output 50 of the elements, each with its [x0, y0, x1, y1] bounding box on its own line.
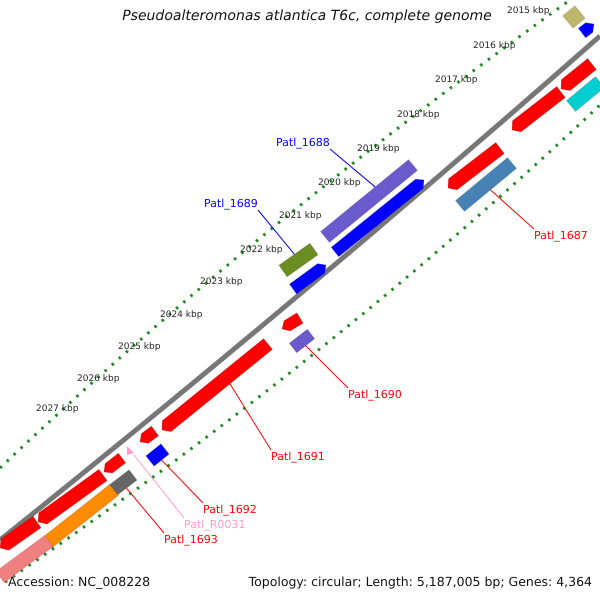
scale-tick-label: 2016 kbp [473, 41, 516, 51]
gene-feature [42, 484, 120, 548]
leader-line [330, 148, 376, 188]
scale-tick-label: 2015 kbp [507, 6, 550, 16]
gene-feature [562, 5, 586, 29]
directional-gene-feature [511, 86, 566, 132]
leader-line [258, 210, 295, 255]
directional-gene-feature [578, 22, 595, 38]
leader-line [134, 454, 184, 518]
directional-gene-feature [139, 425, 160, 444]
rna-gene-marker [127, 446, 134, 455]
scale-tick-label: 2026 kbp [77, 374, 120, 384]
gene-label: Patl_1687 [534, 229, 588, 242]
scale-tick-label: 2018 kbp [397, 110, 440, 120]
directional-gene-feature [161, 338, 274, 432]
leader-line [230, 383, 272, 450]
leader-line [490, 189, 534, 230]
directional-gene-feature [288, 263, 327, 295]
leader-line [161, 460, 204, 504]
scale-tick-label: 2023 kbp [200, 277, 242, 287]
leader-line [126, 488, 164, 534]
gene-label: Patl_1690 [348, 388, 402, 401]
gene-label: Patl_1691 [271, 450, 325, 463]
gene-feature [454, 156, 518, 212]
scale-tick-label: 2027 kbp [36, 404, 78, 414]
scale-tick-label: 2021 kbp [279, 211, 322, 221]
gene-feature [566, 76, 600, 112]
scale-tick-label: 2017 kbp [435, 75, 478, 85]
gene-feature [320, 158, 418, 244]
gene-label: Patl_R0031 [184, 518, 246, 531]
genome-info-text: Accession: NC_008228 [8, 574, 150, 589]
diagram-title: Pseudoalteromonas atlantica T6c, complete genome [122, 8, 492, 24]
scale-tick-label: 2020 kbp [318, 178, 360, 188]
directional-gene-feature [37, 468, 108, 525]
gene-feature [288, 328, 316, 354]
directional-gene-feature [0, 516, 42, 551]
directional-gene-feature [560, 58, 598, 92]
gene-label: Patl_1689 [204, 197, 258, 210]
gene-feature [145, 443, 170, 467]
genome-info-text: Topology: circular; Length: 5,187,005 bp; Genes: 4,364 [248, 574, 592, 589]
directional-gene-feature [447, 142, 505, 190]
directional-gene-feature [103, 452, 126, 474]
leader-line [305, 345, 348, 388]
gene-label: Patl_1688 [276, 136, 330, 149]
scale-tick-label: 2019 kbp [357, 144, 400, 154]
scale-tick-label: 2024 kbp [160, 310, 202, 320]
directional-gene-feature [281, 312, 304, 332]
scale-tick-label: 2022 kbp [240, 245, 282, 255]
gene-label: Patl_1693 [164, 533, 218, 546]
gene-label: Patl_1692 [203, 503, 257, 516]
